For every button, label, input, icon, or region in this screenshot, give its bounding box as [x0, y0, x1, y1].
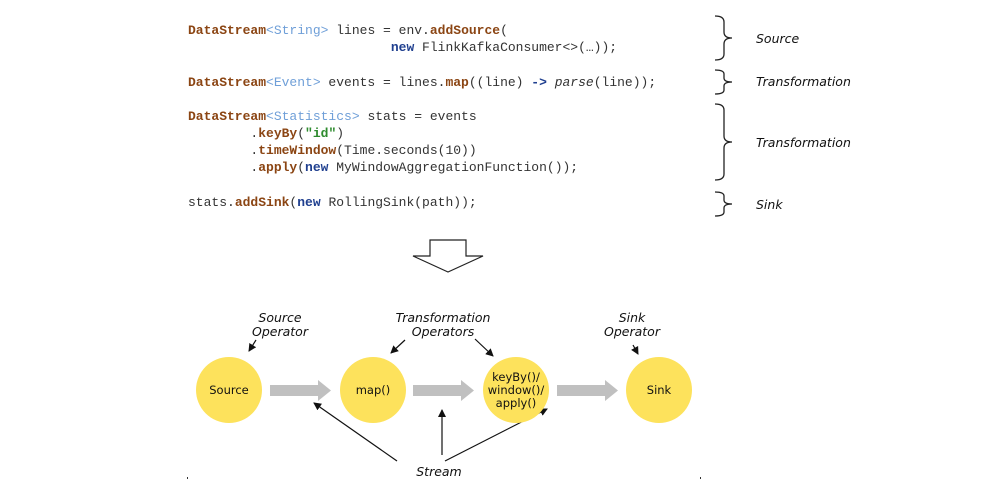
code-method: timeWindow: [258, 143, 337, 158]
code-new-keyword: new: [297, 195, 321, 210]
code-text: lines = env.: [328, 23, 430, 38]
corner-mark-right: [700, 477, 701, 479]
code-string: "id": [305, 126, 337, 141]
code-text: stats.: [188, 195, 235, 210]
code-line-3: DataStream<Event> events = lines.map((li…: [188, 74, 656, 91]
stream-arrow-1: [270, 380, 331, 401]
code-text: (line));: [593, 75, 657, 90]
pointer-keyby-operator: [474, 338, 494, 357]
code-method: map: [445, 75, 469, 90]
corner-mark-left: [187, 477, 188, 479]
code-method: addSource: [429, 23, 501, 38]
stream-arrow-2: [413, 380, 474, 401]
code-line-6: .timeWindow(Time.seconds(10)): [188, 142, 477, 159]
code-text: events = lines.: [320, 75, 446, 90]
pointer-source-operator: [248, 339, 257, 352]
code-line-7: .apply(new MyWindowAggregationFunction()…: [188, 159, 578, 176]
node-label: map(): [355, 382, 391, 397]
code-italic-call: parse: [554, 75, 594, 90]
annotation-text: Source Operator: [252, 310, 308, 339]
code-indent: .: [188, 143, 259, 158]
stream-pointer-left: [313, 402, 398, 462]
code-line-5: .keyBy("id"): [188, 125, 344, 142]
code-method: addSink: [234, 195, 290, 210]
annotation-text: Sink Operator: [604, 310, 660, 339]
annotation-text: Transformation Operators: [395, 310, 491, 339]
code-new-keyword: new: [305, 160, 329, 175]
code-method: apply: [258, 160, 298, 175]
code-text: (: [297, 160, 306, 175]
code-text: (: [500, 23, 508, 38]
code-type: <String>: [266, 23, 329, 38]
code-text: ((line): [468, 75, 532, 90]
brace-sink: [714, 191, 733, 217]
bracket-label-sink: Sink: [756, 197, 783, 212]
node-keyby-window-apply: keyBy()/ window()/ apply(): [483, 357, 549, 423]
code-text: stats = events: [359, 109, 477, 124]
code-type: <Event>: [266, 75, 321, 90]
brace-source: [714, 15, 733, 61]
annotation-source-operator: Source Operator: [246, 311, 314, 339]
down-arrow-icon: [412, 239, 484, 273]
pointer-map-operator: [390, 339, 406, 354]
code-line-4: DataStream<Statistics> stats = events: [188, 108, 477, 125]
node-label: Source: [209, 382, 249, 397]
brace-transformation-1: [714, 69, 733, 95]
code-keyword: DataStream: [188, 23, 267, 38]
node-map: map(): [340, 357, 406, 423]
annotation-stream: Stream: [416, 464, 462, 479]
brace-transformation-2: [714, 103, 733, 181]
annotation-sink-operator: Sink Operator: [598, 311, 666, 339]
bracket-label-source: Source: [756, 31, 800, 46]
code-text: RollingSink(path));: [320, 195, 477, 210]
code-text: MyWindowAggregationFunction());: [328, 160, 579, 175]
node-source: Source: [196, 357, 262, 423]
code-line-8: stats.addSink(new RollingSink(path));: [188, 194, 477, 211]
code-text: (: [297, 126, 306, 141]
code-line-2: new FlinkKafkaConsumer<>(…));: [188, 39, 617, 56]
code-keyword: DataStream: [188, 109, 267, 124]
code-text: ): [336, 126, 345, 141]
code-indent: .: [188, 126, 259, 141]
code-lambda-arrow: ->: [531, 75, 547, 90]
stream-arrow-3: [557, 380, 618, 401]
annotation-transformation-operators: Transformation Operators: [390, 311, 496, 339]
bracket-label-transformation-1: Transformation: [756, 74, 851, 89]
bracket-label-transformation-2: Transformation: [756, 135, 851, 150]
code-line-1: DataStream<String> lines = env.addSource…: [188, 22, 508, 39]
code-text: (Time.seconds(10)): [336, 143, 477, 158]
node-label: keyBy()/ window()/ apply(): [487, 369, 545, 410]
code-new-keyword: new: [390, 40, 415, 55]
code-text: FlinkKafkaConsumer<>(…));: [414, 40, 618, 55]
node-sink: Sink: [626, 357, 692, 423]
code-type: <Statistics>: [266, 109, 360, 124]
code-keyword: DataStream: [188, 75, 267, 90]
code-method: keyBy: [258, 126, 298, 141]
code-indent: .: [188, 160, 259, 175]
node-label: Sink: [646, 382, 672, 397]
code-text: (: [289, 195, 298, 210]
pointer-sink-operator: [631, 344, 639, 355]
